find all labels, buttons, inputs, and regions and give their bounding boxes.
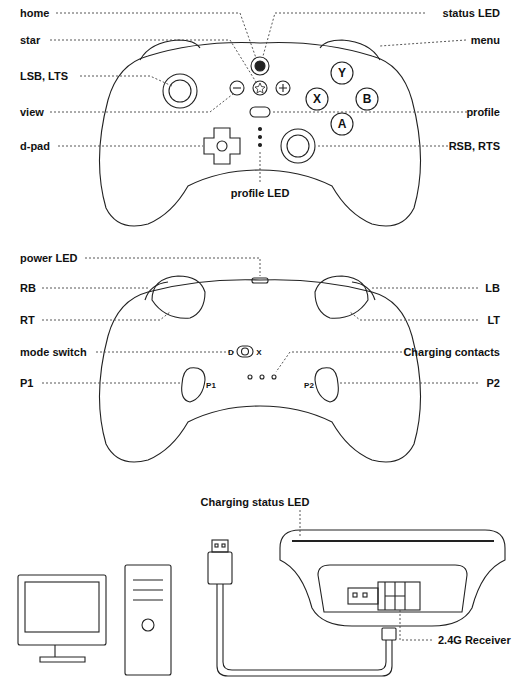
- charging-contact: [248, 375, 252, 379]
- controller-back: [99, 280, 420, 462]
- callout-label: P2: [487, 377, 500, 390]
- callout-label: star: [20, 34, 40, 47]
- callout-label: Charging contacts: [403, 346, 500, 359]
- charging-status-led: [292, 540, 494, 542]
- receiver-pin: [363, 593, 367, 597]
- callout-label: 2.4G Receiver: [438, 634, 511, 647]
- mode-switch: [237, 346, 253, 357]
- callout-label: home: [20, 7, 49, 20]
- bumper: [145, 282, 168, 300]
- usb-pin: [222, 544, 225, 547]
- receiver-body: [378, 582, 420, 610]
- paddle-mark: D: [228, 348, 234, 357]
- paddle-mark: P1: [206, 381, 216, 390]
- paddle: [182, 368, 205, 402]
- face-button: [306, 88, 328, 110]
- pc-power-button: [142, 619, 154, 631]
- right-stick: [281, 129, 315, 163]
- dock-recess: [318, 565, 467, 612]
- monitor-stand: [40, 645, 85, 662]
- monitor-screen: [25, 582, 99, 632]
- bumper: [320, 40, 380, 60]
- pc-tower-slots: [133, 580, 163, 600]
- minus-sign: [233, 87, 241, 88]
- face-button: [331, 113, 353, 135]
- callout-label: power LED: [20, 252, 77, 265]
- mode-switch-knob: [242, 348, 249, 355]
- profile-led: [259, 128, 262, 131]
- button-letter: X: [313, 93, 321, 106]
- face-button: [331, 62, 353, 84]
- plus-sign: [279, 84, 287, 92]
- left-stick: [163, 74, 197, 108]
- callout-label: mode switch: [20, 346, 87, 359]
- button-letter: Y: [338, 67, 346, 80]
- callout-label: profile: [466, 106, 500, 119]
- bumper: [352, 282, 375, 300]
- profile-led: [259, 136, 262, 139]
- bumper: [140, 40, 200, 60]
- paddle: [315, 368, 338, 402]
- button-letter: A: [338, 118, 347, 131]
- power-led: [252, 278, 268, 283]
- star-symbol: [255, 83, 265, 93]
- usb-plug-tip: [212, 540, 228, 552]
- callout-label: status LED: [443, 7, 500, 20]
- callout-label: d-pad: [20, 140, 50, 153]
- left-stick-cap: [169, 80, 191, 102]
- leader-lines: [42, 13, 478, 640]
- paddle-mark: X: [256, 348, 261, 357]
- profile-button: [250, 107, 270, 117]
- cable-connector: [382, 628, 396, 640]
- right-stick-cap: [287, 135, 309, 157]
- receiver-grip: [385, 582, 405, 610]
- callout-label: LB: [485, 282, 500, 295]
- trigger: [315, 276, 368, 318]
- receiver-pin: [353, 593, 357, 597]
- profile-led: [259, 144, 262, 147]
- receiver-plug: [348, 588, 378, 604]
- callout-label: LSB, LTS: [20, 70, 68, 83]
- charging-contact: [272, 375, 276, 379]
- d-pad: [204, 128, 240, 164]
- charging-contact: [260, 375, 264, 379]
- callout-label: RB: [20, 282, 36, 295]
- home-button: [251, 57, 269, 75]
- cable: [217, 584, 392, 676]
- usb-pin: [215, 544, 218, 547]
- callout-label: LT: [487, 314, 500, 327]
- callout-label: RSB, RTS: [449, 140, 500, 153]
- d-pad-center: [217, 141, 227, 151]
- star-button: [253, 81, 267, 95]
- view-button: [230, 81, 244, 95]
- button-letter: B: [363, 93, 372, 106]
- paddle-mark: P2: [304, 381, 314, 390]
- home-logo: [255, 61, 265, 71]
- pc-tower: [125, 565, 171, 675]
- callout-label: RT: [20, 314, 35, 327]
- controller-front: [99, 43, 420, 226]
- callout-label: view: [20, 106, 44, 119]
- callout-label: menu: [471, 34, 500, 47]
- callout-label: P1: [20, 377, 33, 390]
- monitor: [18, 575, 106, 645]
- callout-label: profile LED: [231, 187, 290, 200]
- menu-button: [276, 81, 290, 95]
- callout-label: Charging status LED: [201, 496, 310, 509]
- face-button: [356, 88, 378, 110]
- trigger: [152, 276, 205, 318]
- charging-dock: [280, 530, 505, 626]
- usb-plug: [208, 552, 232, 584]
